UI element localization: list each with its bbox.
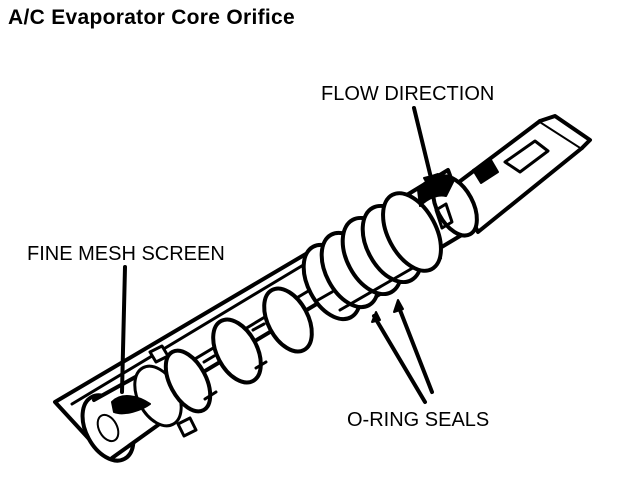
leader-lines <box>120 106 439 404</box>
fine-mesh-screen <box>80 364 183 463</box>
flow-direction-leader <box>412 106 434 184</box>
o-ring-seal-leader-2 <box>396 303 434 394</box>
diagram-title: A/C Evaporator Core Orifice <box>8 6 296 29</box>
label-o-ring-seals: O-RING SEALS <box>347 409 490 431</box>
flow-direction-arrowhead <box>423 173 439 193</box>
label-flow-direction: FLOW DIRECTION <box>321 83 495 105</box>
label-fine-mesh-screen: FINE MESH SCREEN <box>27 243 225 265</box>
outlet-collar <box>381 168 479 273</box>
cage-ribs <box>148 286 314 438</box>
fine-mesh-screen-leader <box>120 265 127 394</box>
o-ring-seal-leader-1 <box>372 314 427 404</box>
